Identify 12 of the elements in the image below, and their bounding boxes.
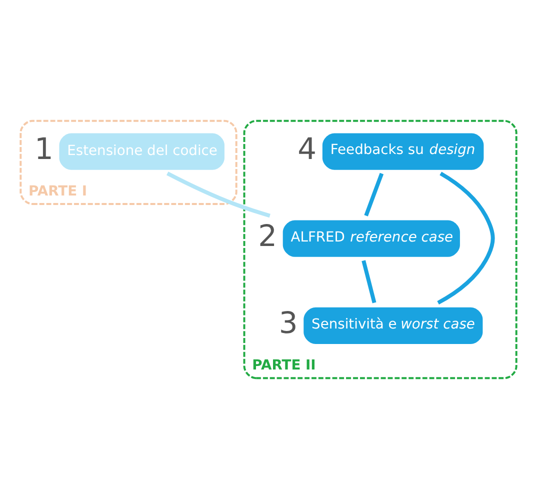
connector: [166, 172, 270, 218]
node-box: Estensione del codice: [59, 133, 224, 170]
node-label: 2: [258, 218, 277, 254]
connector: [364, 172, 384, 216]
node-box: ALFRED reference case: [282, 220, 460, 257]
node-label: 3: [278, 305, 298, 340]
node-box: Sensitività e worst case: [304, 307, 483, 344]
node-label: 4: [298, 130, 317, 166]
connector: [362, 260, 376, 304]
node-label: 1: [34, 130, 54, 166]
connector: [437, 172, 495, 305]
node-box: Feedbacks su design: [322, 133, 484, 170]
